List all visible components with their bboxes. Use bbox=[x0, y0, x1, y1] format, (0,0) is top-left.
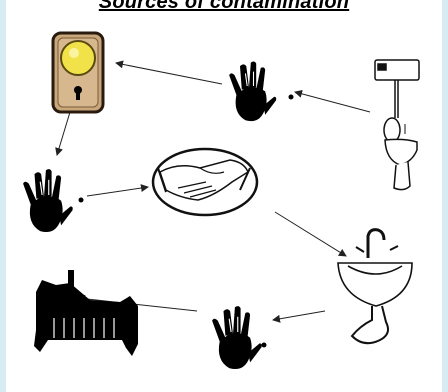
hand-icon-1 bbox=[229, 61, 276, 121]
arrow-handshake-to-sink bbox=[275, 212, 346, 256]
arrow-door-to-hand2 bbox=[57, 112, 70, 155]
handshake-icon bbox=[153, 149, 257, 215]
contamination-dot-3 bbox=[262, 343, 267, 348]
contamination-dot-1 bbox=[289, 95, 294, 100]
sink-icon bbox=[338, 230, 412, 344]
toilet-icon bbox=[375, 60, 419, 190]
arrow-hand1-to-door bbox=[116, 63, 222, 84]
arrow-toilet-to-hand1 bbox=[295, 92, 370, 112]
hand-icon-3 bbox=[212, 306, 262, 369]
crib-icon bbox=[34, 270, 138, 356]
arrow-sink-to-hand3 bbox=[273, 311, 325, 320]
door-handle-icon bbox=[53, 33, 103, 112]
arrow-hand2-to-handshake bbox=[87, 187, 148, 196]
hand-icon-2 bbox=[23, 169, 73, 232]
contamination-dot-2 bbox=[79, 198, 84, 203]
